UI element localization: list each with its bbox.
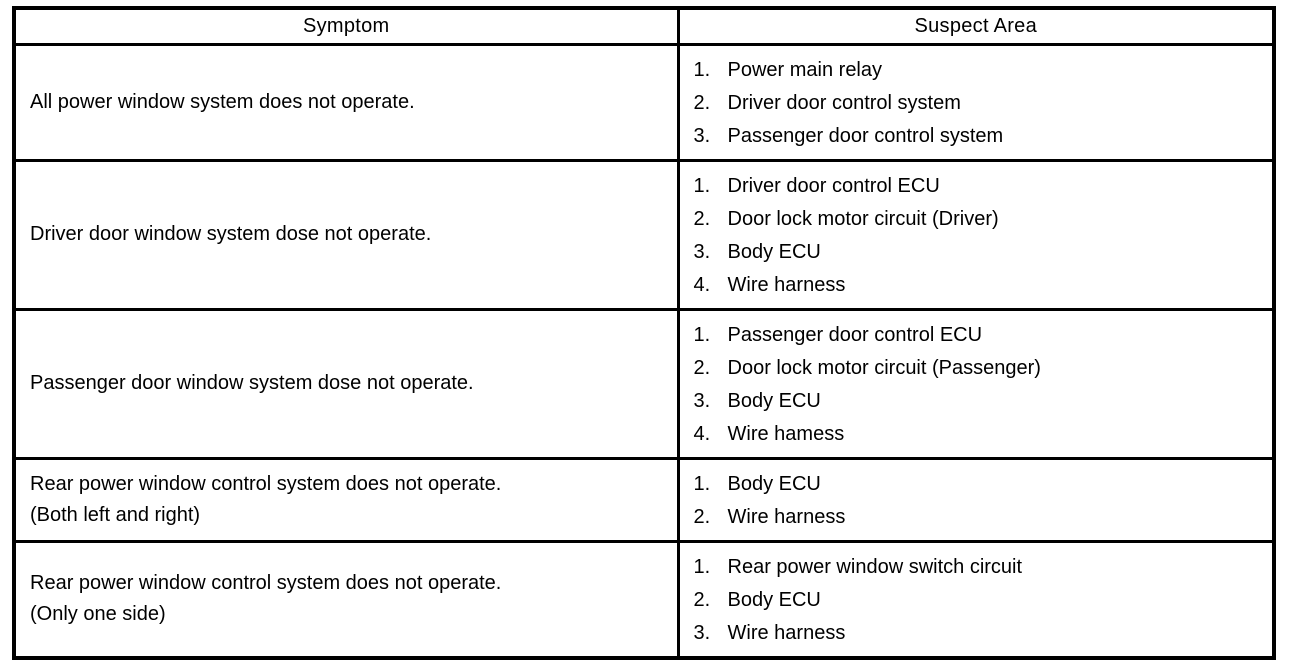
item-label: Wire harness	[727, 505, 846, 528]
item-label: Door lock motor circuit (Driver)	[727, 207, 999, 230]
suspect-list: 1. Driver door control ECU 2. Door lock …	[694, 170, 1265, 302]
symptom-cell: Driver door window system dose not opera…	[12, 158, 680, 311]
item-label: Driver door control ECU	[727, 174, 940, 197]
list-item: 2. Door lock motor circuit (Passenger)	[694, 352, 1265, 385]
item-number: 4.	[693, 422, 711, 445]
item-label: Passenger door control ECU	[727, 323, 983, 346]
list-item: 1. Rear power window switch circuit	[694, 551, 1265, 584]
table-row: Passenger door window system dose not op…	[12, 307, 1276, 460]
suspect-list: 1. Rear power window switch circuit 2. B…	[694, 551, 1265, 650]
item-label: Body ECU	[727, 588, 821, 611]
suspect-area-column-header: Suspect Area	[676, 6, 1276, 46]
item-label: Body ECU	[727, 472, 821, 495]
list-item: 3. Body ECU	[694, 385, 1265, 418]
suspect-area-cell: 1. Body ECU 2. Wire harness	[676, 456, 1276, 543]
suspect-list: 1. Power main relay 2. Driver door contr…	[694, 54, 1265, 153]
symptom-text: All power window system does not operate…	[30, 90, 415, 113]
item-label: Wire harness	[727, 621, 846, 644]
list-item: 1. Power main relay	[694, 54, 1265, 87]
symptom-cell: Passenger door window system dose not op…	[12, 307, 680, 460]
item-number: 1.	[693, 555, 711, 578]
list-item: 1. Passenger door control ECU	[694, 319, 1265, 352]
suspect-area-cell: 1. Rear power window switch circuit 2. B…	[676, 539, 1276, 659]
symptom-text: Rear power window control system does no…	[30, 572, 502, 594]
item-number: 3.	[693, 621, 711, 644]
item-number: 3.	[693, 124, 711, 147]
item-label: Rear power window switch circuit	[727, 555, 1023, 578]
symptom-cell: All power window system does not operate…	[12, 42, 680, 162]
list-item: 1. Body ECU	[694, 468, 1265, 501]
item-number: 2.	[693, 356, 711, 379]
item-label: Power main relay	[727, 58, 883, 81]
item-label: Wire hamess	[727, 422, 845, 445]
item-number: 2.	[693, 207, 711, 230]
header-row: Symptom Suspect Area	[12, 6, 1276, 46]
list-item: 2. Door lock motor circuit (Driver)	[694, 203, 1265, 236]
item-number: 3.	[693, 240, 711, 263]
item-number: 4.	[693, 273, 711, 296]
list-item: 1. Driver door control ECU	[694, 170, 1265, 203]
symptom-cell: Rear power window control system does no…	[12, 456, 680, 543]
item-number: 2.	[693, 505, 711, 528]
list-item: 2. Body ECU	[694, 584, 1265, 617]
list-item: 4. Wire hamess	[694, 418, 1265, 451]
list-item: 3. Wire harness	[694, 617, 1265, 650]
symptom-note: (Both left and right)	[30, 503, 201, 526]
symptom-text: Rear power window control system does no…	[30, 472, 502, 495]
symptom-column-header: Symptom	[12, 6, 680, 46]
symptom-cell: Rear power window control system does no…	[12, 539, 680, 659]
symptom-note: (Only one side)	[30, 603, 166, 625]
symptom-text: Driver door window system dose not opera…	[30, 223, 432, 245]
item-number: 3.	[693, 389, 711, 412]
list-item: 3. Body ECU	[694, 236, 1265, 269]
item-label: Body ECU	[727, 240, 821, 263]
item-number: 2.	[693, 91, 711, 114]
suspect-area-cell: 1. Driver door control ECU 2. Door lock …	[676, 158, 1276, 311]
item-number: 2.	[693, 588, 711, 611]
symptom-suspect-table: Symptom Suspect Area All power window sy…	[12, 6, 1276, 660]
list-item: 2. Driver door control system	[694, 87, 1265, 120]
item-number: 1.	[693, 174, 711, 197]
item-label: Passenger door control system	[727, 124, 1004, 147]
table-row: All power window system does not operate…	[12, 42, 1276, 162]
item-number: 1.	[693, 472, 711, 495]
item-label: Wire harness	[727, 273, 846, 296]
suspect-area-cell: 1. Power main relay 2. Driver door contr…	[676, 42, 1276, 162]
item-number: 1.	[693, 58, 711, 81]
symptom-text: Passenger door window system dose not op…	[30, 372, 474, 394]
troubleshooting-table-container: Symptom Suspect Area All power window sy…	[12, 6, 1276, 660]
table-row: Driver door window system dose not opera…	[12, 158, 1276, 311]
table-row: Rear power window control system does no…	[12, 539, 1276, 659]
list-item: 4. Wire harness	[694, 269, 1265, 302]
suspect-list: 1. Passenger door control ECU 2. Door lo…	[694, 319, 1265, 451]
item-label: Door lock motor circuit (Passenger)	[727, 356, 1041, 379]
suspect-area-cell: 1. Passenger door control ECU 2. Door lo…	[676, 307, 1276, 460]
item-label: Body ECU	[727, 389, 821, 412]
suspect-list: 1. Body ECU 2. Wire harness	[694, 468, 1265, 534]
list-item: 3. Passenger door control system	[694, 120, 1265, 153]
item-number: 1.	[693, 323, 711, 346]
list-item: 2. Wire harness	[694, 501, 1265, 534]
item-label: Driver door control system	[727, 91, 961, 114]
table-row: Rear power window control system does no…	[12, 456, 1276, 543]
